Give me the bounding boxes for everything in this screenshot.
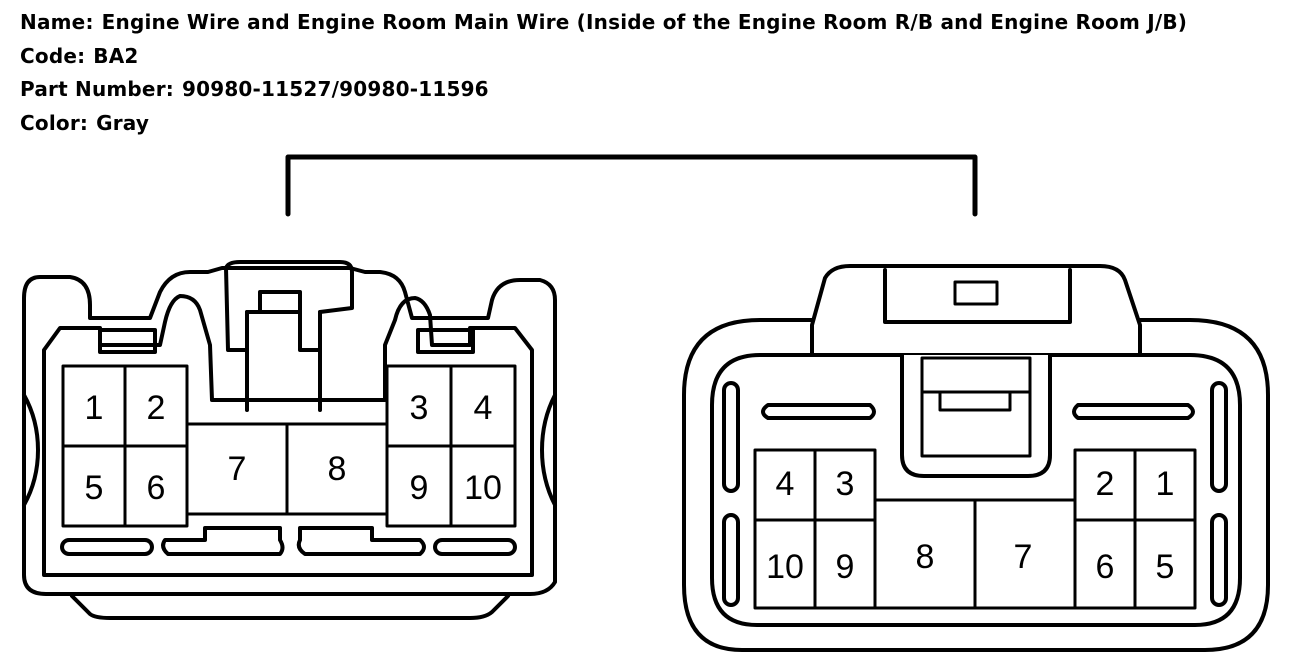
right-pin-label-2: 2 [1096,465,1115,503]
right-pin-label-9: 9 [836,548,855,586]
part-number-value: 90980-11527/90980-11596 [181,77,489,101]
left-bottom-slot-4 [433,538,517,556]
color-line: Color: Gray [20,107,1187,141]
left-pin-label-7: 7 [228,450,247,488]
part-number-label: Part Number: [20,77,174,101]
right-latch-notch [883,268,1072,324]
left-pin-label-4: 4 [474,389,493,427]
left-pin-cell-10 [449,444,517,528]
name-value: Engine Wire and Engine Room Main Wire (I… [101,10,1188,34]
left-connector: 1 2 3 4 5 6 7 8 9 10 [22,260,557,620]
left-pin-label-5: 5 [85,469,104,507]
code-label: Code: [20,43,86,68]
right-pin-label-4: 4 [776,465,795,503]
right-latch-housing [810,264,1142,357]
left-inner-wall [42,294,534,577]
name-label: Name: [20,10,94,34]
right-pin-cell-6 [1073,518,1137,610]
right-pin-cell-3 [813,448,877,522]
color-value: Gray [96,110,150,135]
left-pin-label-8: 8 [328,450,347,488]
right-connector: 4 3 2 1 10 9 8 7 6 5 [682,264,1270,652]
right-pin-label-5: 5 [1156,548,1175,586]
left-bottom-slot-1 [60,538,154,556]
right-pin-cell-2 [1073,448,1137,522]
right-pin-grid [753,448,1197,610]
mating-bracket [285,154,978,217]
color-label: Color: [20,110,89,135]
right-pin-label-8: 8 [916,538,935,576]
right-pin-label-1: 1 [1156,465,1175,503]
left-bottom-skirt [70,594,510,620]
right-pin-label-10: 10 [766,548,804,586]
left-bottom-slot-3 [296,526,426,556]
left-latch-channel [245,310,322,412]
right-latch-window-line [920,390,1032,412]
left-bottom-slot-2 [161,526,285,556]
left-latch-detail [258,290,302,314]
connector-info: Name: Engine Wire and Engine Room Main Wi… [20,6,1187,140]
right-outer-shell [682,318,1270,652]
part-number-line: Part Number: 90980-11527/90980-11596 [20,73,1187,107]
right-pin-label-6: 6 [1096,548,1115,586]
right-pin-cell-5 [1133,518,1197,610]
left-pin-label-10: 10 [464,469,502,507]
right-pin-cell-7 [973,498,1077,610]
right-side-slot-left-top [722,381,740,493]
right-pin-label-3: 3 [836,465,855,503]
right-pin-label-7: 7 [1014,538,1033,576]
right-inner-wall [710,353,1242,627]
left-top-tab-left [98,328,157,354]
left-pin-label-1: 1 [85,389,104,427]
right-latch-arm [900,353,1052,478]
code-line: Code: BA2 [20,40,1187,74]
left-pin-label-3: 3 [410,389,429,427]
right-side-slot-right-bottom [1210,513,1228,607]
right-latch-window [920,356,1032,458]
left-pin-label-6: 6 [147,469,166,507]
right-pin-cell-9 [813,518,877,610]
left-side-bump-right [540,393,557,507]
left-side-bump-left [22,393,40,507]
right-top-slot-right [1072,403,1195,420]
name-line: Name: Engine Wire and Engine Room Main Wi… [20,6,1187,40]
left-outer-shell [22,266,557,596]
right-side-slot-left-bottom [722,513,740,607]
left-latch [224,260,354,352]
left-top-tab-right [416,328,475,354]
left-pin-grid [61,364,517,528]
left-pin-label-2: 2 [147,389,166,427]
code-value: BA2 [93,43,139,68]
right-side-slot-right-top [1210,381,1228,493]
right-top-slot-left [761,403,876,420]
right-pin-cell-1 [1133,448,1197,522]
left-pin-label-9: 9 [410,469,429,507]
